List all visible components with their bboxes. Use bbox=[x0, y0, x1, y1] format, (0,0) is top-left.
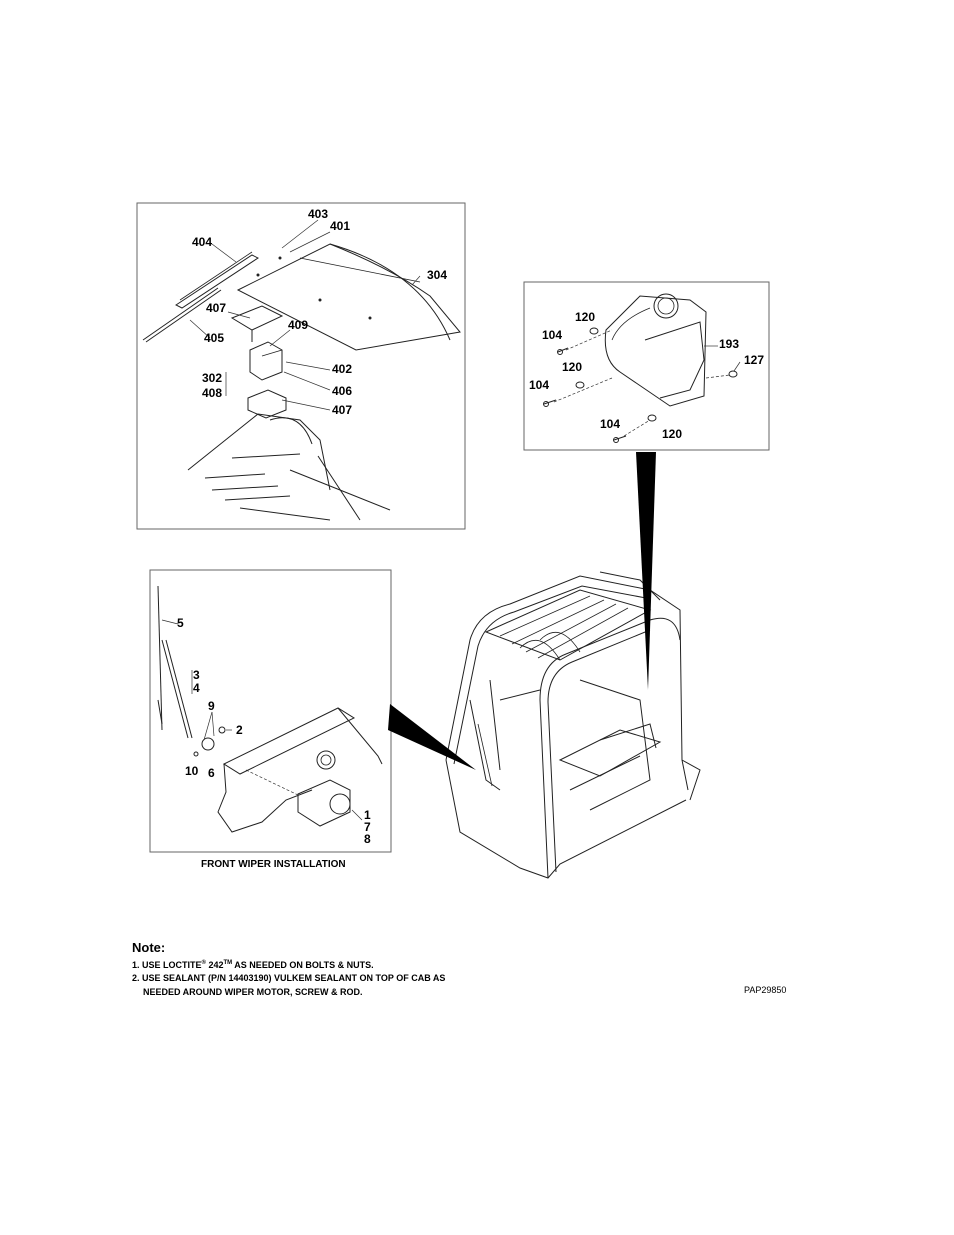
callout-120-lower: 120 bbox=[662, 427, 682, 441]
callout-104-upper: 104 bbox=[542, 328, 562, 342]
callout-10: 10 bbox=[185, 764, 199, 778]
callout-120-middle: 120 bbox=[562, 360, 582, 374]
wiper-caption: FRONT WIPER INSTALLATION bbox=[201, 859, 346, 870]
callout-302: 302 bbox=[202, 371, 222, 385]
callout-104-lower: 104 bbox=[600, 417, 620, 431]
callout-404: 404 bbox=[192, 235, 212, 249]
note-line-1-text-a: 1. USE LOCTITE bbox=[132, 960, 202, 970]
panel-top-left bbox=[136, 202, 466, 530]
note-line-3: NEEDED AROUND WIPER MOTOR, SCREW & ROD. bbox=[143, 987, 363, 997]
callout-labels: 403 401 404 304 407 409 405 402 302 408 … bbox=[177, 207, 764, 846]
callout-3: 3 bbox=[193, 668, 200, 682]
callout-401: 401 bbox=[330, 219, 350, 233]
note-line-1-text-b: 242 bbox=[205, 960, 224, 970]
callout-2: 2 bbox=[236, 723, 243, 737]
callout-409: 409 bbox=[288, 318, 308, 332]
callout-407-lower: 407 bbox=[332, 403, 352, 417]
cab-assembly bbox=[388, 452, 701, 879]
callout-8: 8 bbox=[364, 832, 371, 846]
callout-406: 406 bbox=[332, 384, 352, 398]
callout-6: 6 bbox=[208, 766, 215, 780]
note-trademark-mark: TM bbox=[223, 960, 233, 966]
callout-7: 7 bbox=[364, 820, 371, 834]
callout-120-upper: 120 bbox=[575, 310, 595, 324]
note-title: Note: bbox=[132, 940, 166, 955]
callout-408: 408 bbox=[202, 386, 222, 400]
drawing-code: PAP29850 bbox=[744, 985, 787, 995]
callout-304: 304 bbox=[427, 268, 447, 282]
callout-407-upper: 407 bbox=[206, 301, 226, 315]
callout-5: 5 bbox=[177, 616, 184, 630]
note-registered-mark: ® bbox=[201, 960, 206, 966]
note-line-2: 2. USE SEALANT (P/N 14403190) VULKEM SEA… bbox=[132, 973, 446, 983]
callout-402: 402 bbox=[332, 362, 352, 376]
note-line-1-text-c: AS NEEDED ON BOLTS & NUTS. bbox=[232, 960, 374, 970]
callout-4: 4 bbox=[193, 681, 200, 695]
callout-9: 9 bbox=[208, 699, 215, 713]
callout-193: 193 bbox=[719, 337, 739, 351]
panel-top-right bbox=[523, 281, 770, 451]
callout-403: 403 bbox=[308, 207, 328, 221]
callout-104-middle: 104 bbox=[529, 378, 549, 392]
callout-405: 405 bbox=[204, 331, 224, 345]
panel-wiper bbox=[149, 569, 392, 853]
callout-127: 127 bbox=[744, 353, 764, 367]
note-line-1: 1. USE LOCTITE® 242TM AS NEEDED ON BOLTS… bbox=[132, 960, 374, 970]
callout-1: 1 bbox=[364, 808, 371, 822]
